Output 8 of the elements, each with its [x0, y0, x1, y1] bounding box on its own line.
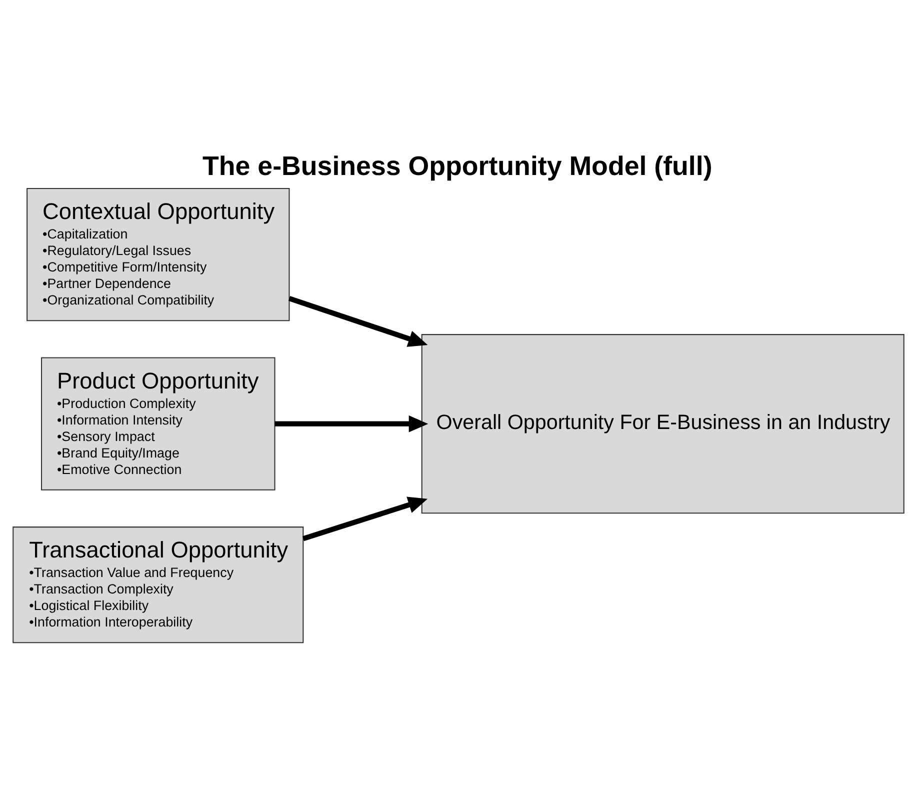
arrow [274, 415, 428, 432]
diagram-title: The e-Business Opportunity Model (full) [202, 150, 712, 181]
arrow [302, 496, 428, 542]
node-box: Contextual Opportunity •Capitalization •Regulatory/Legal Issues •Competitive Form/Intensity •Partner Dependence •Organizational Compatibility [26, 188, 290, 322]
arrow [288, 296, 428, 347]
node-box: Product Opportunity •Production Complexity •Information Intensity •Sensory Impact •Brand Equity/Image •Emotive Connection [40, 357, 275, 490]
node-box: Transactional Opportunity •Transaction Value and Frequency •Transaction Complexity •Logistical Flexibility •Information Interoperability [12, 526, 304, 644]
node-box: Overall Opportunity For E-Business in an Industry [420, 334, 904, 514]
